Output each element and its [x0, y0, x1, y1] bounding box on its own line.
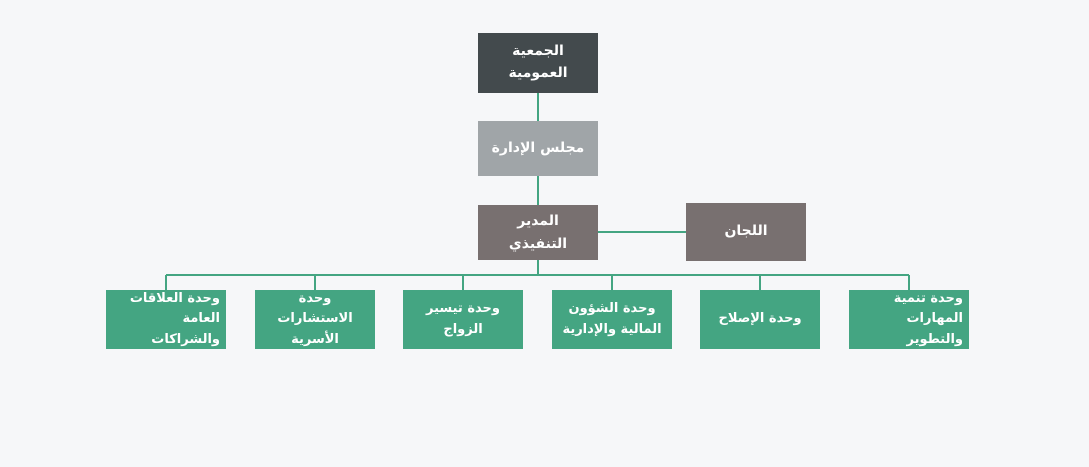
- unit-label-line1: وحدة الشؤون: [568, 301, 656, 317]
- unit-box-public-relations: وحدة العلاقات العامة والشراكات: [106, 290, 226, 349]
- unit-label-line1: وحدة تيسير الزواج: [426, 301, 500, 337]
- committees-box: اللجان: [686, 203, 806, 261]
- general-assembly-box: الجمعية العمومية: [478, 33, 598, 93]
- board-label: مجلس الإدارة: [491, 139, 585, 156]
- unit-label-line2: والتطوير: [906, 331, 963, 347]
- general-assembly-label: الجمعية العمومية: [508, 43, 568, 81]
- executive-director-line2: التنفيذي: [508, 235, 568, 252]
- unit-box-skills-development: وحدة تنمية المهارات والتطوير: [849, 290, 969, 349]
- unit-box-reconciliation: وحدة الإصلاح: [700, 290, 820, 349]
- unit-label-line1: وحدة العلاقات: [129, 291, 220, 307]
- unit-label-line2: الأسرية: [291, 331, 339, 347]
- unit-box-marriage-facilitation: وحدة تيسير الزواج: [403, 290, 523, 349]
- committees-label: اللجان: [724, 223, 768, 240]
- unit-box-finance-admin: وحدة الشؤون المالية والإدارية: [552, 290, 672, 349]
- unit-box-family-counseling: وحدة الاستشارات الأسرية: [255, 290, 375, 349]
- executive-director-box: المدير التنفيذي: [478, 205, 598, 260]
- unit-label-line1: وحدة الاستشارات: [277, 291, 353, 327]
- unit-label-line1: وحدة تنمية المهارات: [893, 291, 963, 327]
- unit-label-line2: المالية والإدارية: [562, 321, 662, 337]
- unit-label-line2: العامة والشراكات: [151, 311, 220, 347]
- unit-label-line1: وحدة الإصلاح: [718, 311, 802, 327]
- executive-director-line1: المدير: [517, 213, 559, 230]
- board-box: مجلس الإدارة: [478, 121, 598, 176]
